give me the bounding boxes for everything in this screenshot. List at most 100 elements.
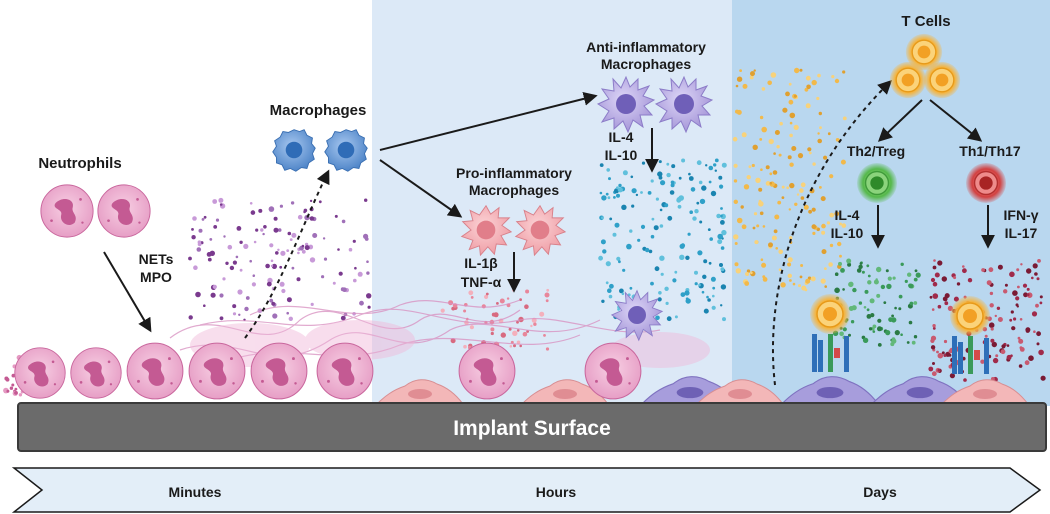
cytokine-dot (702, 274, 707, 279)
cytokine-dot (900, 262, 904, 266)
cytokine-dot (363, 233, 369, 239)
cytokine-dot (858, 301, 863, 305)
cytokine-dot (701, 185, 707, 191)
cytokine-dot (720, 246, 725, 250)
cytokine-dot (980, 359, 985, 364)
cytokine-dot (995, 354, 999, 358)
cytokine-dot (749, 75, 754, 80)
cytokine-dot (779, 121, 783, 126)
cytokine-dot (287, 231, 292, 236)
cytokine-dot (1017, 336, 1021, 340)
antigen-presentation-th1 (949, 295, 991, 374)
cytokine-dot (1020, 263, 1023, 266)
cytokine-dot (612, 232, 617, 237)
cytokine-dot (265, 263, 270, 269)
cytokine-dot (508, 327, 512, 331)
neutrophil-cell (316, 342, 374, 400)
cytokine-dot (850, 320, 855, 324)
cytokine-dot (929, 295, 933, 299)
cytokine-dot (811, 207, 816, 212)
cytokine-dot (239, 240, 243, 244)
cytokine-dot (357, 271, 363, 277)
t-cell (949, 295, 991, 337)
cytokine-dot (849, 281, 854, 287)
cytokine-dot (885, 330, 891, 336)
timeline-hours: Hours (536, 484, 577, 500)
cytokine-dot (821, 223, 826, 229)
cytokine-dot-clouds (3, 67, 1046, 397)
cytokine-dot (883, 301, 887, 304)
cytokine-dot (651, 217, 655, 221)
cytokine-dot (1022, 283, 1028, 288)
cytokine-dot (866, 264, 870, 268)
cytokine-dot (949, 373, 956, 379)
cytokine-dot (1018, 364, 1023, 368)
cytokine-dot (681, 158, 686, 163)
cytokine-dot (698, 180, 703, 185)
cytokine-dot (772, 170, 778, 175)
cytokine-dot (820, 278, 826, 284)
cytokine-dot (838, 261, 842, 266)
cytokine-dot (232, 260, 237, 265)
cytokine-dot (271, 301, 276, 306)
cytokine-dot (637, 238, 641, 242)
cytokine-dot (289, 238, 293, 242)
cytokine-dot (297, 251, 300, 255)
cytokine-dot (309, 199, 313, 203)
cytokine-dot (1006, 344, 1010, 347)
th2-treg-label: Th2/Treg (847, 143, 905, 159)
cytokine-dot (821, 249, 827, 255)
cytokine-dot (321, 275, 325, 279)
cytokine-dot (630, 175, 634, 179)
cytokine-dot (209, 238, 213, 241)
tcells-label: T Cells (901, 13, 950, 30)
cytokine-dot (742, 83, 748, 89)
cytokine-dot (1036, 342, 1040, 346)
cytokine-dot (618, 260, 621, 264)
cytokine-dot (667, 215, 673, 221)
cytokine-dot (828, 262, 833, 267)
cytokine-dot (778, 153, 782, 157)
cytokine-dot (791, 146, 797, 151)
cytokine-dot (837, 241, 842, 247)
cytokine-dot (237, 289, 243, 295)
cytokine-dot (692, 216, 697, 221)
cytokine-dot (953, 276, 957, 280)
cytokine-dot (670, 183, 675, 188)
neutrophil-cell (40, 184, 94, 238)
cytokine-dot (943, 354, 947, 357)
cytokine-dot (530, 324, 533, 328)
cytokine-dot (245, 296, 250, 300)
cytokine-dot (967, 278, 973, 283)
cytokine-dot (787, 262, 792, 267)
cytokine-dot (942, 296, 948, 302)
cytokine-dot (525, 289, 530, 294)
cytokine-dot (463, 344, 467, 349)
cytokine-dot (891, 314, 894, 318)
cytokine-dot (1036, 331, 1041, 337)
cytokine-dot (1003, 289, 1008, 294)
cytokine-dot (707, 298, 711, 302)
cytokine-dot (195, 291, 201, 298)
cytokine-dot (539, 311, 545, 317)
to-anti-arrow (379, 91, 598, 151)
cytokine-dot (788, 82, 792, 86)
cytokine-dot (219, 203, 223, 206)
cytokine-dot (817, 132, 820, 135)
cytokine-dot (748, 165, 752, 169)
cytokine-dot (243, 243, 249, 249)
cytokine-dot (219, 316, 224, 321)
cytokine-dot (710, 190, 717, 197)
cytokine-dot (804, 288, 808, 292)
tcell-recruitment-dashed-arrow (772, 80, 892, 386)
cytokine-dot (600, 239, 606, 245)
cytokine-dot (485, 292, 489, 296)
cytokine-dot (670, 180, 675, 185)
cytokine-dot (759, 138, 763, 141)
cytokine-dot (794, 202, 798, 206)
cytokine-dot (687, 232, 691, 236)
cytokine-dot (291, 232, 297, 238)
cytokine-dot (720, 207, 723, 210)
cytokine-dot (817, 73, 821, 78)
cytokine-dot (680, 243, 686, 248)
